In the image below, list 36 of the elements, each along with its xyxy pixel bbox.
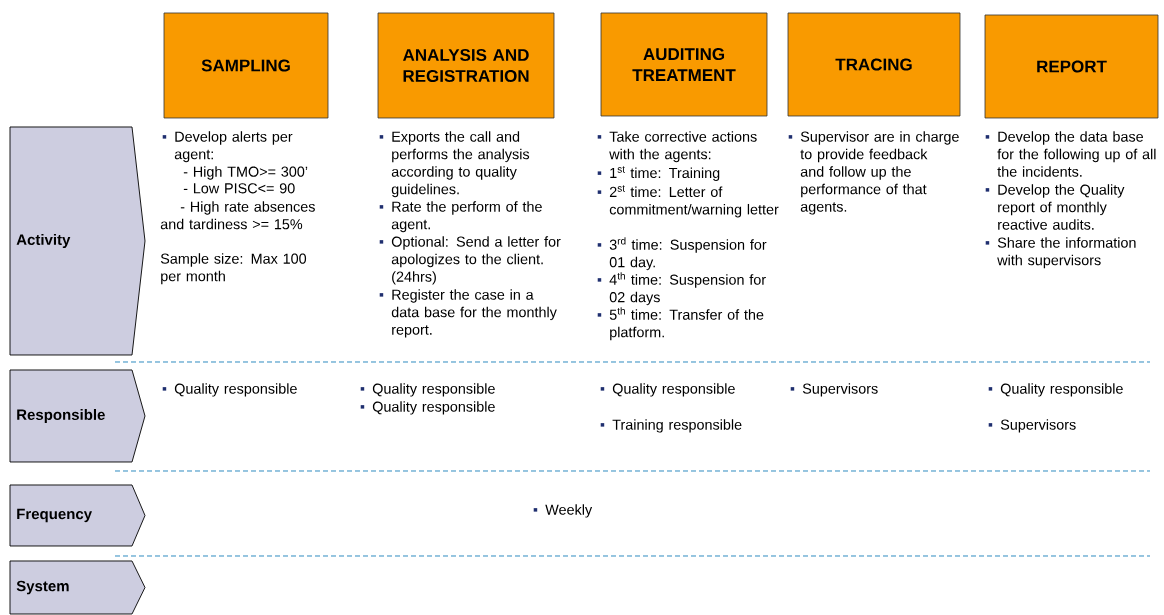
step-box: SAMPLING	[163, 12, 329, 119]
bullet-item: 3$^{rd}$ time: Suspension for 01 day.	[597, 237, 767, 271]
bullet-item: Quality responsible	[162, 383, 297, 397]
row-header-tab: Responsible	[9, 369, 146, 463]
bullet-item: Register the case in a data base for the monthly report.	[379, 289, 557, 338]
cell-text: - High TMO>= 300’	[183, 166, 308, 180]
bullet-item: Rate the perform of the agent.	[379, 201, 542, 233]
bullet-item: Supervisors	[790, 383, 878, 397]
bullet-item: Quality responsible	[988, 383, 1123, 397]
bullet-item: Develop the data base for the following up of all the incidents.	[985, 131, 1156, 177]
step-box: ANALYSIS AND REGISTRATION	[377, 12, 555, 119]
bullet-item: Supervisor are in charge to provide feedback and follow up the performance of that agents.	[788, 131, 959, 215]
bullet-item: Develop alerts per agent:	[162, 131, 293, 163]
step-box: TRACING	[787, 12, 961, 117]
step-box: REPORT	[984, 14, 1159, 119]
bullet-item: 1$^{st}$ time: Training	[597, 166, 720, 181]
bullet-item: Quality responsible	[360, 401, 495, 415]
bullet-item: Quality responsible	[600, 383, 735, 397]
bullet-item: Optional: Send a letter for apologizes to the client. (24hrs)	[379, 236, 561, 285]
bullet-item: Share the information with supervisors	[985, 237, 1136, 269]
bullet-item: Quality responsible	[360, 383, 495, 397]
row-header-tab: Frequency	[9, 484, 146, 547]
bullet-item: Training responsible	[600, 419, 742, 433]
cell-text: Sample size: Max 100 per month	[160, 253, 307, 285]
bullet-item: Weekly	[533, 504, 593, 518]
bullet-item: 5$^{th}$ time: Transfer of the platform.	[597, 307, 764, 341]
bullet-item: Exports the call and performs the analysis according to quality guidelines.	[379, 131, 530, 198]
bullet-item: Supervisors	[988, 419, 1076, 433]
bullet-item: 2$^{st}$ time: Letter of commitment/warning letter	[597, 185, 779, 218]
step-box: AUDITING TREATMENT	[600, 12, 768, 117]
row-header-tab: System	[9, 560, 146, 615]
bullet-item: Take corrective actions with the agents:	[597, 131, 757, 163]
bullet-item: Develop the Quality report of monthly reactive audits.	[985, 184, 1125, 230]
row-header-tab: Activity	[9, 126, 146, 356]
cell-text: - Low PISC<= 90	[183, 183, 295, 194]
cell-text: - High rate absences and tardiness >= 15%	[160, 201, 315, 230]
